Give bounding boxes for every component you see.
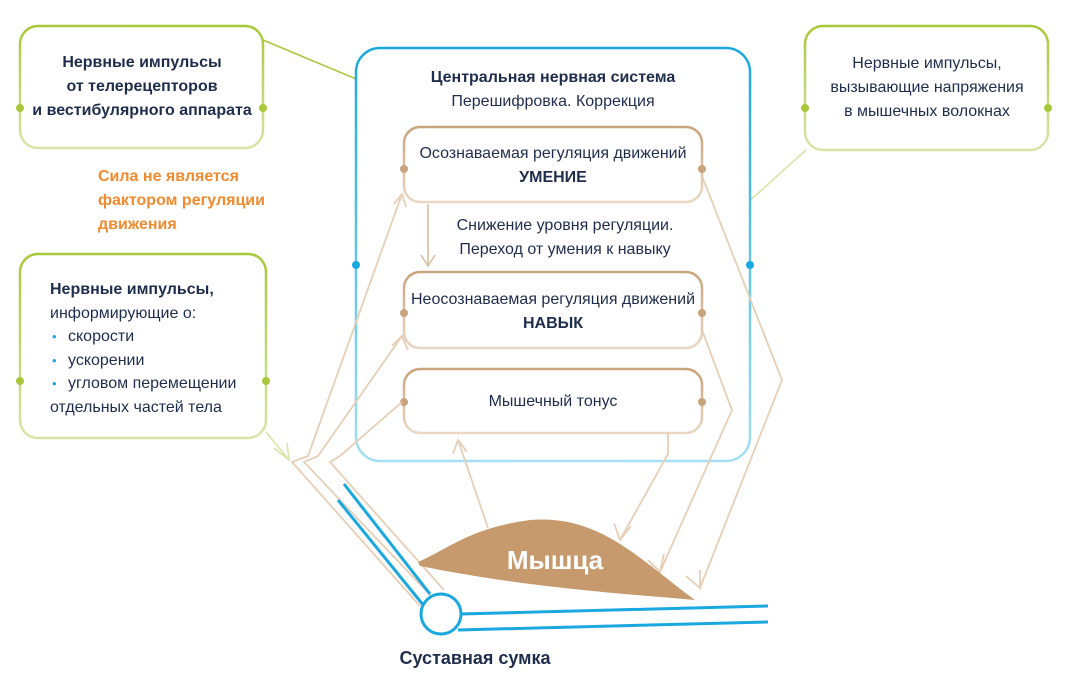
connector-dot	[16, 377, 24, 385]
connector-dot	[400, 398, 408, 406]
muscle-label: Мышца	[506, 545, 604, 575]
tone-box-text: Мышечный тонус	[404, 390, 702, 414]
joint-label: Суставная сумка	[399, 648, 551, 668]
top-right-line2: вызывающие напряжения	[830, 79, 1024, 96]
connector-dot	[1044, 104, 1052, 112]
note-line2: фактором регуляции	[98, 192, 265, 209]
sensory-box-text: Нервные импульсы, информирующие о: скоро…	[50, 278, 260, 419]
top-right-box-text: Нервные импульсы, вызывающие напряжения …	[810, 52, 1044, 124]
arrowhead	[420, 254, 436, 268]
top-left-line3: и вестибулярного аппарата	[32, 102, 252, 119]
bone-lines	[336, 483, 769, 632]
muscle-shape	[418, 519, 695, 600]
joint-circle	[419, 592, 463, 636]
connector-dot	[400, 309, 408, 317]
skill-line2: УМЕНИЕ	[519, 169, 587, 186]
connector-dot	[352, 261, 360, 269]
skill-line1: Осознаваемая регуляция движений	[419, 145, 687, 162]
arrow-from-sensory	[265, 431, 290, 461]
sensory-line1: Нервные импульсы,	[50, 281, 214, 298]
skill-box-text: Осознаваемая регуляция движений УМЕНИЕ	[404, 142, 702, 190]
arrowhead	[452, 438, 468, 455]
connector-dot	[698, 398, 706, 406]
habit-box-text: Неосознаваемая регуляция движений НАВЫК	[404, 288, 702, 336]
sensory-line-last: отдельных частей тела	[50, 398, 222, 416]
habit-line1: Неосознаваемая регуляция движений	[410, 291, 696, 308]
top-left-line2: от телерецепторов	[66, 78, 218, 95]
connector-dot	[259, 104, 267, 112]
sensory-list: скорости ускорении угловом перемещении	[50, 325, 260, 396]
list-item: скорости	[50, 325, 260, 349]
note-text: Сила не является фактором регуляции движ…	[98, 165, 298, 237]
connector-dot	[746, 261, 754, 269]
afferent-pathways	[290, 192, 445, 607]
top-left-box-frame	[18, 24, 265, 150]
note-line1: Сила не является	[98, 168, 239, 185]
transition-line1: Снижение уровня регуляции.	[456, 217, 674, 234]
efferent-pathways	[613, 175, 783, 590]
connector-dot	[698, 165, 706, 173]
tone-line1: Мышечный тонус	[488, 393, 618, 410]
list-item: ускорении	[50, 349, 260, 373]
top-left-line1: Нервные импульсы	[62, 54, 222, 71]
cns-subtitle: Перешифровка. Коррекция	[451, 93, 655, 110]
skill-box-frame	[402, 125, 704, 204]
top-right-box-frame	[803, 24, 1050, 152]
transition-line2: Переход от умения к навыку	[459, 241, 671, 258]
cns-title-block: Центральная нервная система Перешифровка…	[380, 66, 726, 114]
top-right-line1: Нервные импульсы,	[852, 55, 1002, 72]
arrow-muscle-to-tone	[457, 439, 489, 529]
connector-dot	[801, 104, 809, 112]
connector-dot	[698, 309, 706, 317]
connector-dot	[16, 104, 24, 112]
list-item: угловом перемещении	[50, 372, 260, 396]
top-left-box-text: Нервные импульсы от телерецепторов и вес…	[24, 51, 260, 123]
transition-text: Снижение уровня регуляции. Переход от ум…	[420, 214, 710, 262]
connector-dot	[262, 377, 270, 385]
cns-title: Центральная нервная система	[430, 69, 676, 86]
arrowhead	[273, 442, 291, 462]
top-right-line3: в мышечных волокнах	[844, 103, 1010, 120]
connector-dot	[400, 165, 408, 173]
note-line3: движения	[98, 216, 177, 233]
sensory-line2: информирующие о:	[50, 304, 197, 322]
habit-line2: НАВЫК	[522, 315, 584, 332]
